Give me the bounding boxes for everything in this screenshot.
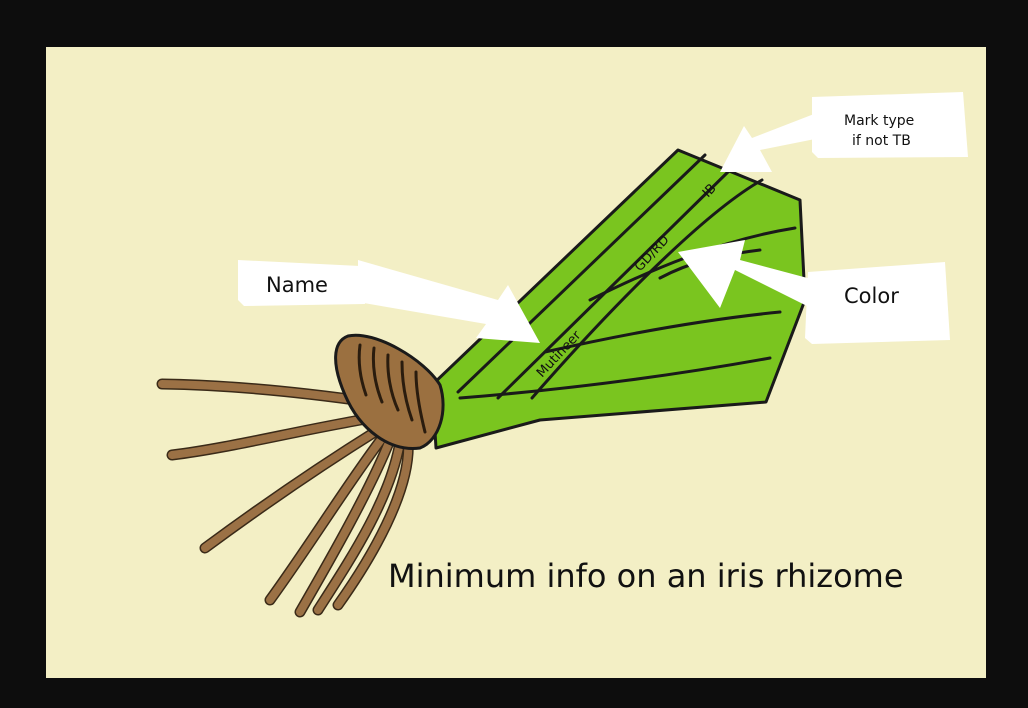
color-callout-label: Color: [844, 284, 899, 308]
mark-type-label-line1: Mark type: [844, 113, 914, 129]
name-callout-label: Name: [266, 273, 328, 297]
name-callout: Name: [238, 260, 365, 306]
diagram-caption: Minimum info on an iris rhizome: [388, 557, 904, 595]
color-callout: Color: [805, 262, 950, 344]
mark-type-callout: Mark type if not TB: [812, 92, 968, 158]
mark-type-label-line2: if not TB: [852, 133, 911, 149]
